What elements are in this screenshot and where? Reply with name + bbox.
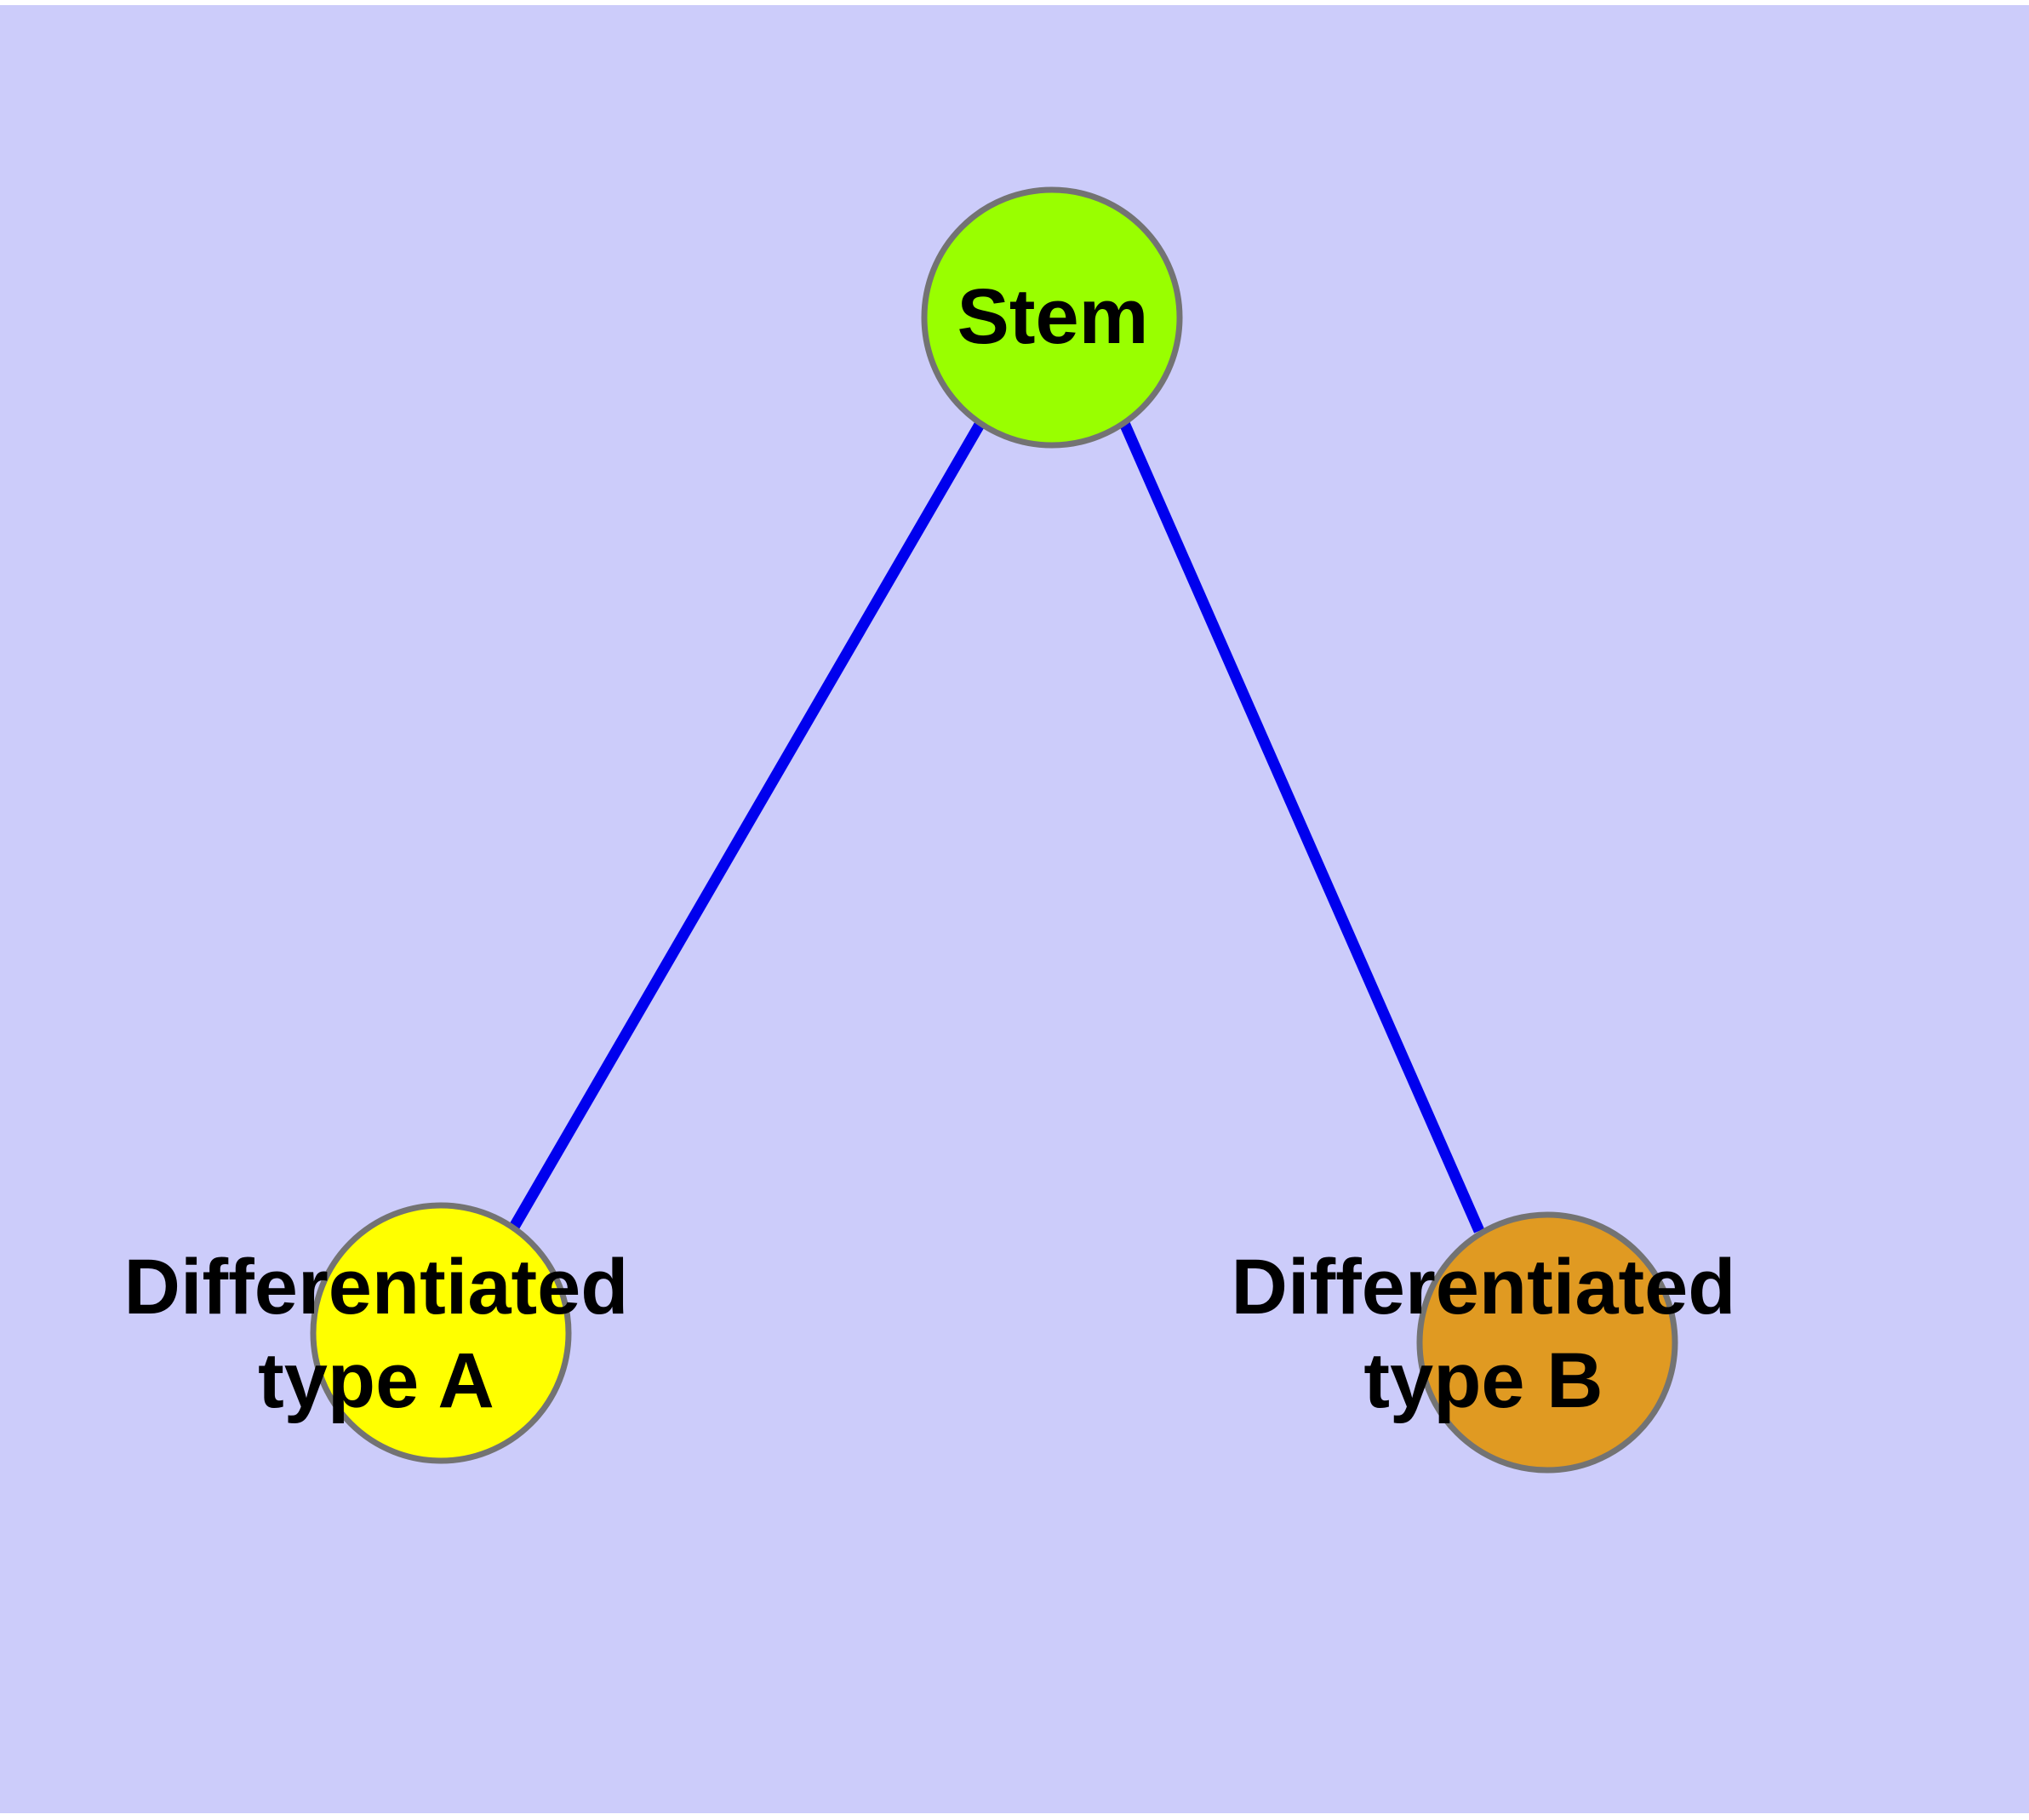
differentiated-type-a-node-label-line1: Differentiated xyxy=(124,1244,629,1331)
edge-stem-to-differentiated-type-b[interactable] xyxy=(1119,421,1484,1233)
differentiated-type-a-node-circle[interactable] xyxy=(310,1202,572,1464)
edge-group xyxy=(508,420,1484,1233)
edge-stem-to-differentiated-type-a[interactable] xyxy=(508,420,986,1232)
differentiated-type-b-node-circle[interactable] xyxy=(1416,1211,1678,1474)
stem-node-circle[interactable] xyxy=(921,186,1183,449)
diagram-canvas: Stem Differentiated type A Differentiate… xyxy=(0,5,2029,1813)
differentiated-type-b-node-label-line1: Differentiated xyxy=(1232,1244,1736,1331)
stem-node-label: Stem xyxy=(957,273,1149,360)
differentiated-type-b-node-label-line2: type B xyxy=(1363,1337,1603,1424)
differentiated-type-a-node-label-line2: type A xyxy=(258,1337,494,1424)
node-differentiated-type-b[interactable]: Differentiated type B xyxy=(1232,1211,1736,1474)
cell-lineage-graph: Stem Differentiated type A Differentiate… xyxy=(124,186,1736,1474)
node-differentiated-type-a[interactable]: Differentiated type A xyxy=(124,1202,629,1464)
node-stem[interactable]: Stem xyxy=(921,186,1183,449)
